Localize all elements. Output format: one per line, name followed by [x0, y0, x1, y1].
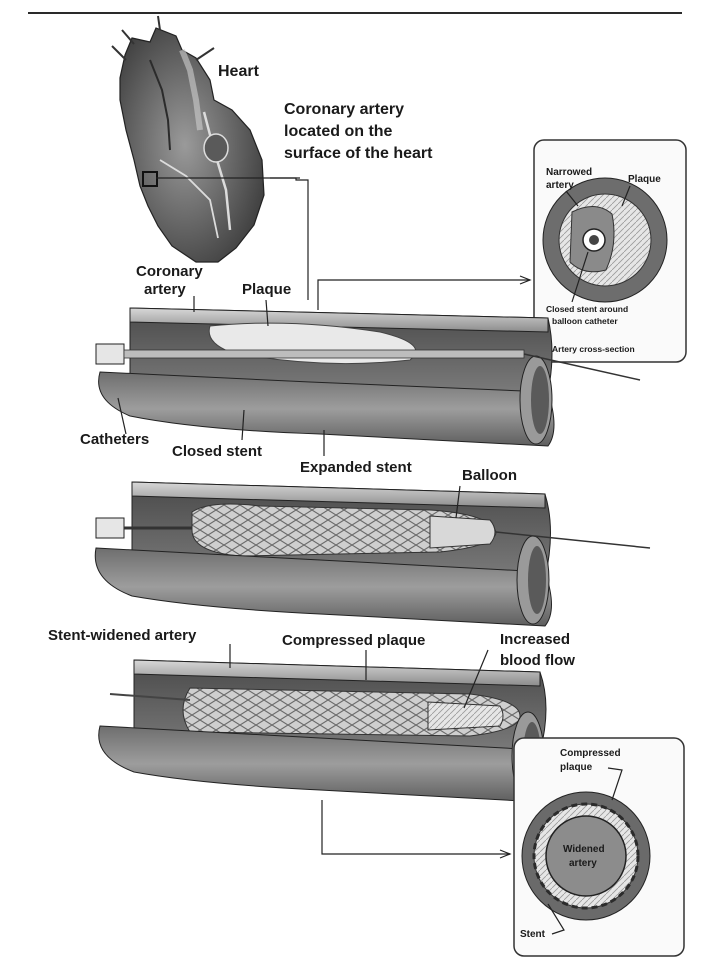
inset-top-narrowed-artery-line1: Narrowed [546, 167, 592, 178]
inset-bottom: Compressed plaque Widened artery Stent [514, 738, 684, 956]
inset-top-closed-stent-line2: balloon catheter [552, 316, 618, 326]
inset-top: Narrowed artery Plaque Closed stent arou… [534, 140, 686, 362]
label-closed-stent: Closed stent [172, 443, 262, 460]
label-coronary-callout-line3: surface of the heart [284, 145, 433, 162]
label-coronary-artery-line2: artery [144, 281, 186, 298]
label-increased-blood-flow-line2: blood flow [500, 652, 575, 669]
inset-top-closed-stent-line1: Closed stent around [546, 304, 628, 314]
label-coronary-callout-line1: Coronary artery [284, 101, 404, 118]
inset-bottom-widened-artery-line2: artery [569, 858, 597, 869]
label-heart: Heart [218, 63, 260, 80]
vessel-widened [99, 660, 546, 802]
label-catheters: Catheters [80, 431, 149, 448]
inset-bottom-widened-artery-line1: Widened [563, 844, 605, 855]
label-plaque: Plaque [242, 281, 291, 298]
inset-bottom-compressed-plaque-line2: plaque [560, 762, 593, 773]
heart-illustration [112, 16, 264, 262]
inset-bottom-stent: Stent [520, 929, 546, 940]
inset-top-narrowed-artery-line2: artery [546, 180, 574, 191]
label-increased-blood-flow-line1: Increased [500, 631, 570, 648]
inset-top-caption: Artery cross-section [552, 344, 635, 354]
inset-top-plaque: Plaque [628, 174, 661, 185]
label-coronary-callout-line2: located on the [284, 123, 393, 140]
vessel-expanded-stent [95, 482, 650, 626]
label-balloon: Balloon [462, 467, 517, 484]
label-compressed-plaque: Compressed plaque [282, 632, 425, 649]
label-coronary-artery-line1: Coronary [136, 263, 203, 280]
label-expanded-stent: Expanded stent [300, 459, 412, 476]
inset-bottom-compressed-plaque-line1: Compressed [560, 748, 621, 759]
label-stent-widened-artery: Stent-widened artery [48, 627, 197, 644]
